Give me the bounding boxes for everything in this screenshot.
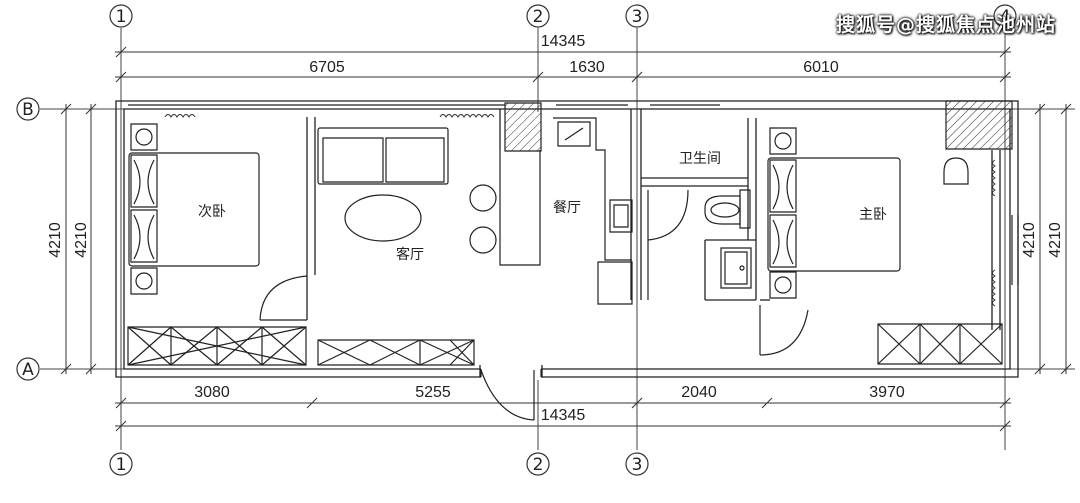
axis-label-3-top: 3 — [632, 7, 643, 27]
axis-label-3-bottom: 3 — [632, 455, 643, 475]
dim-top-seg1: 6705 — [309, 59, 345, 76]
dim-bottom-seg1: 3080 — [194, 384, 230, 401]
room-label-bathroom: 卫生间 — [679, 151, 721, 167]
dim-bottom-seg2: 5255 — [415, 384, 451, 401]
bathroom-fixtures — [705, 190, 808, 355]
axis-bubble-4-top — [994, 5, 1016, 27]
axis-bubble-1-top — [110, 5, 132, 27]
axis-label-1-bottom: 1 — [116, 455, 127, 475]
dim-bottom-seg3: 2040 — [681, 384, 717, 401]
dim-total-bottom: 14345 — [541, 407, 586, 424]
axis-label-B: B — [22, 100, 34, 120]
axis-bubbles — [17, 5, 1016, 475]
dim-right-outer: 4210 — [1047, 222, 1064, 258]
axis-bubble-3-bottom — [626, 453, 648, 475]
axis-label-4-top: 4 — [1000, 7, 1011, 27]
axis-label-1-top: 1 — [116, 7, 127, 27]
dim-bottom-seg4: 3970 — [869, 384, 905, 401]
room-label-second-bedroom: 次卧 — [198, 204, 226, 220]
axis-bubble-A — [17, 358, 39, 380]
master-bedroom-furniture — [768, 128, 1018, 364]
entrance-door — [481, 369, 541, 420]
second-bedroom-furniture — [128, 124, 307, 365]
structural-column-right — [946, 101, 1012, 149]
axis-bubble-2-bottom — [527, 453, 549, 475]
dim-left-inner: 4210 — [73, 222, 90, 258]
curtain — [165, 115, 995, 307]
watermark: 搜狐号@搜狐焦点池州站 — [835, 14, 1056, 36]
axis-label-2-top: 2 — [533, 7, 544, 27]
room-label-living-room: 客厅 — [396, 246, 424, 263]
dim-top-seg2: 1630 — [569, 59, 605, 76]
room-label-dining-room: 餐厅 — [553, 200, 581, 216]
axis-label-2-bottom: 2 — [533, 455, 544, 475]
dimension-lines — [61, 47, 1071, 431]
axis-bubble-2-top — [527, 5, 549, 27]
structural-column-left — [505, 103, 541, 151]
room-label-master-bedroom: 主卧 — [859, 207, 887, 223]
axis-label-A: A — [22, 360, 34, 380]
dim-left-outer: 4210 — [47, 222, 64, 258]
dining-kitchen-furniture — [500, 118, 688, 304]
entrance-opening — [481, 362, 541, 380]
axis-bubble-B — [17, 98, 39, 120]
axis-bubble-3-top — [626, 5, 648, 27]
living-room-furniture — [318, 128, 496, 365]
axis-bubble-1-bottom — [110, 453, 132, 475]
dim-total-top: 14345 — [541, 33, 586, 50]
dim-right-inner: 4210 — [1021, 222, 1038, 258]
dim-top-seg3: 6010 — [803, 59, 839, 76]
